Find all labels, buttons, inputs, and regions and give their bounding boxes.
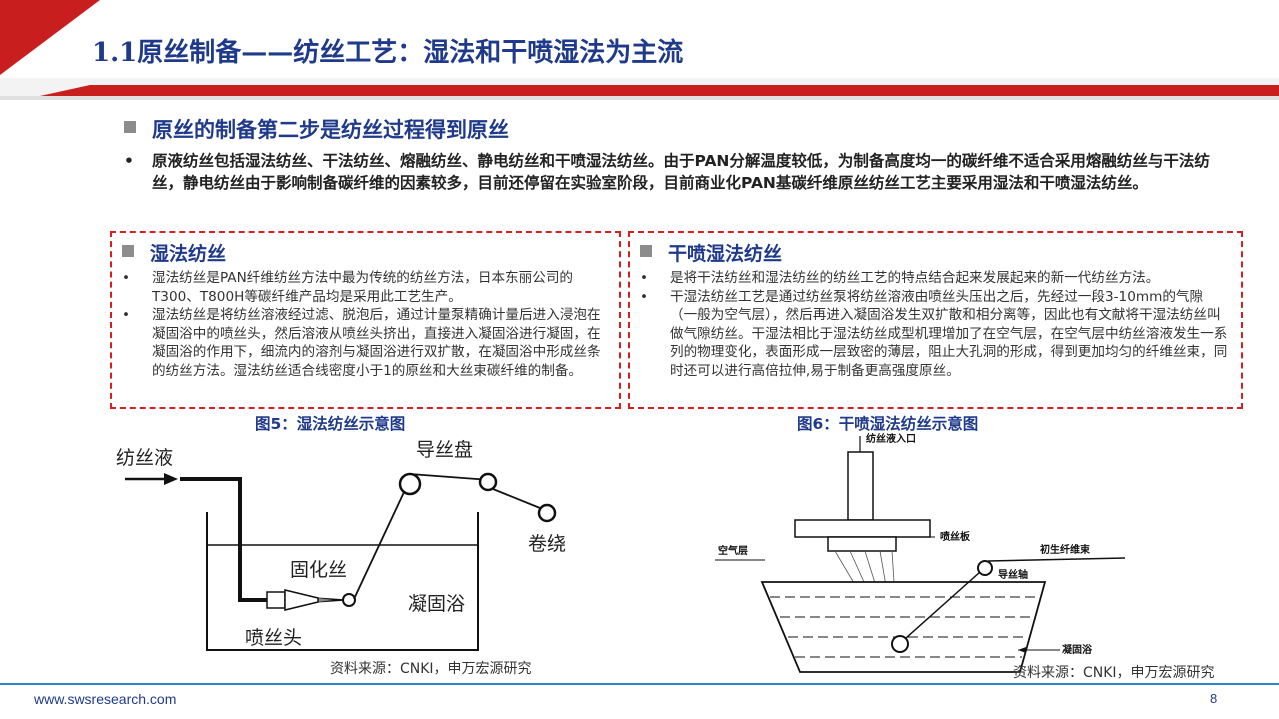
list-item: •湿法纺丝是PAN纤维纺丝方法中最为传统的纺丝方法，日本东丽公司的T300、T8… (122, 270, 574, 305)
header-banner (0, 0, 1279, 100)
page-number: 8 (1210, 691, 1218, 706)
dry-wet-spinning-heading: 干喷湿法纺丝 (640, 239, 782, 266)
bullet-dot: • (122, 270, 131, 286)
dry-wet-spinning-box: 干喷湿法纺丝 •是将干法纺丝和湿法纺丝的纺丝工艺的特点结合起来发展起来的新一代纺… (628, 231, 1243, 409)
wet-spinning-heading: 湿法纺丝 (122, 239, 226, 266)
bath-roller (342, 593, 356, 607)
intro-paragraph: • 原液纺丝包括湿法纺丝、干法纺丝、熔融纺丝、静电纺丝和干喷湿法纺丝。由于PAN… (124, 152, 1210, 192)
figure6-caption: 图6：干喷湿法纺丝示意图 (797, 415, 979, 433)
label-inlet: 纺丝液入口 (866, 432, 916, 445)
guide-disk-roller (398, 472, 422, 496)
bullet-dot: • (122, 307, 131, 324)
figure5-source: 资料来源：CNKI，申万宏源研究 (330, 661, 532, 677)
label-spinneret-plate: 喷丝板 (940, 530, 971, 543)
label-solidified-fiber: 固化丝 (290, 559, 347, 581)
list-item: •湿法纺丝是将纺丝溶液经过滤、脱泡后，通过计量泵精确计量后进入浸泡在凝固浴中的喷… (122, 307, 601, 379)
spinneret-plate (794, 519, 931, 538)
label-winding: 卷绕 (528, 533, 566, 555)
bath-roller (891, 635, 909, 653)
bullet-dot: • (640, 288, 649, 305)
feed-arrow-icon (164, 473, 178, 485)
section-heading: 原丝的制备第二步是纺丝过程得到原丝 (124, 114, 509, 144)
label-spin-solution: 纺丝液 (116, 447, 173, 469)
footer-divider (0, 683, 1279, 685)
dry-wet-spinning-list: •是将干法纺丝和湿法纺丝的纺丝工艺的特点结合起来发展起来的新一代纺丝方法。 •干… (640, 269, 1230, 381)
intro-bullet: • (124, 152, 134, 170)
label-coag-bath: 凝固浴 (408, 593, 465, 615)
winding-roller (537, 503, 557, 523)
label-air-layer: 空气层 (718, 544, 748, 557)
figure5-caption: 图5：湿法纺丝示意图 (255, 415, 406, 433)
figure6-source: 资料来源：CNKI，申万宏源研究 (1013, 665, 1215, 681)
list-item: •是将干法纺丝和湿法纺丝的纺丝工艺的特点结合起来发展起来的新一代纺丝方法。 (640, 270, 1160, 286)
wet-spinning-list: •湿法纺丝是PAN纤维纺丝方法中最为传统的纺丝方法，日本东丽公司的T300、T8… (122, 269, 608, 381)
wet-spinning-box: 湿法纺丝 •湿法纺丝是PAN纤维纺丝方法中最为传统的纺丝方法，日本东丽公司的T3… (110, 231, 621, 409)
guide-shaft-roller (977, 560, 993, 576)
inlet-tube (847, 451, 874, 521)
dry-wet-spinning-diagram: 纺丝液入口 喷丝板 空气层 导丝轴 初生纤维束 凝固浴 (715, 432, 1126, 673)
square-bullet-icon (124, 121, 136, 133)
square-bullet-icon (122, 245, 134, 257)
bullet-dot: • (640, 270, 649, 286)
feed-pipe (180, 477, 267, 602)
label-nascent-fiber: 初生纤维束 (1040, 543, 1091, 556)
page-title: 1.1原丝制备——纺丝工艺：湿法和干喷湿法为主流 (92, 38, 684, 68)
coagulation-bath-tank (206, 512, 479, 651)
label-coag-bath: 凝固浴 (1062, 643, 1093, 656)
label-spinneret: 喷丝头 (245, 627, 302, 649)
guide-disk-roller (478, 472, 498, 492)
footer-website-link[interactable]: www.swsresearch.com (34, 691, 177, 707)
list-item: •干湿法纺丝工艺是通过纺丝泵将纺丝溶液由喷丝头压出之后，先经过一段3-10mm的… (640, 288, 1228, 379)
square-bullet-icon (640, 245, 652, 257)
coagulation-bath (760, 581, 1047, 673)
spinneret (266, 591, 286, 609)
label-guide-disk: 导丝盘 (416, 439, 473, 461)
label-guide-shaft: 导丝轴 (998, 568, 1028, 581)
wet-spinning-diagram: 纺丝液 导丝盘 卷绕 固化丝 凝固浴 喷丝头 (116, 439, 566, 651)
